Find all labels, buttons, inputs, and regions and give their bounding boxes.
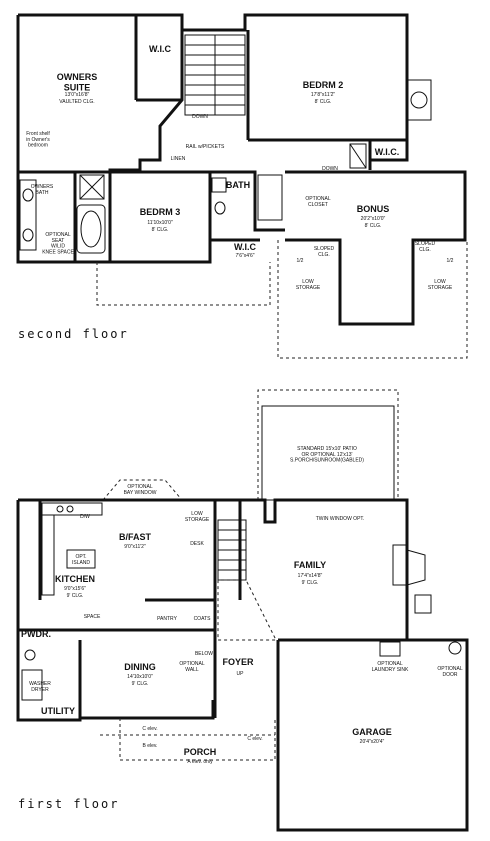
pantry-note: PANTRY (157, 616, 177, 622)
c-elev-2: C elev. (247, 736, 262, 742)
c-elev-1: C elev. (142, 726, 157, 732)
family-label: FAMILY (294, 560, 326, 570)
owners-bath-tub (76, 204, 106, 254)
porch-note: A elev. only (187, 759, 213, 765)
twin-window-note: TWIN WINDOW OPT. (316, 516, 365, 522)
bedrm2-wic-label: W.I.C. (375, 147, 400, 157)
owners-suite-dims: 13'0"x16'8" (65, 92, 90, 98)
bedrm3-wic-label: W.I.C (234, 242, 256, 252)
foyer-label: FOYER (222, 657, 254, 667)
shower (79, 143, 367, 200)
second-floor-title: second floor (18, 327, 129, 341)
porch-label: PORCH (184, 747, 217, 757)
dining-label: DINING (124, 662, 156, 672)
first-floor-title: first floor (18, 797, 119, 811)
dining-ceiling: 9' CLG. (132, 681, 149, 687)
b-elev: B elev. (143, 743, 158, 749)
bedrm3-wic-dims: 7'6"x4'6" (235, 253, 254, 259)
pwdr-label: PWDR. (21, 629, 51, 639)
bath-fixtures (211, 174, 283, 221)
bedrm3-dims: 11'10x10'0" (147, 220, 173, 226)
bonus-dims: 20'2"x10'0" (361, 216, 386, 222)
owners-suite-ceiling: VAULTED CLG. (59, 99, 94, 105)
bfast-label: B/FAST (119, 532, 152, 542)
garage-dims: 20'4"x20'4" (360, 739, 385, 745)
garage-label: GARAGE (352, 727, 392, 737)
kitchen-label: KITCHEN (55, 574, 95, 584)
kitchen-dims: 9'0"x15'6" (64, 586, 86, 592)
bedrm2-label: BEDRM 2 (303, 80, 344, 90)
family-dims: 17'4"x14'8" (298, 573, 323, 579)
desk-note: DESK (190, 541, 204, 547)
kitchen-counters (41, 502, 103, 596)
up-note: UP (237, 671, 245, 677)
opt-island-note: OPT.ISLAND (72, 554, 90, 566)
owners-wic-label: W.I.C (149, 44, 171, 54)
bonus-label: BONUS (357, 204, 390, 214)
bedrm2-dims: 17'8"x11'2" (311, 92, 335, 98)
bedrm2-ceiling: 8' CLG. (315, 99, 332, 105)
down-note: DOWN (192, 114, 208, 120)
bedrm3-label: BEDRM 3 (140, 207, 181, 217)
half-left: 1/2 (297, 258, 304, 264)
linen-label: LINEN (171, 156, 186, 162)
coats-note: COATS (194, 616, 212, 622)
main-stair (217, 519, 277, 641)
dining-dims: 14'10x10'0" (127, 674, 153, 680)
bfast-dims: 9'0"x11'2" (124, 544, 146, 550)
below-note: BELOW (195, 651, 213, 657)
kitchen-ceiling: 9' CLG. (67, 593, 84, 599)
owners-bath-sinks (19, 179, 37, 251)
fireplace (392, 544, 426, 586)
rail-note: RAIL w/PICKETS (186, 144, 225, 150)
bonus-ceiling: 8' CLG. (365, 223, 382, 229)
bedrm3-ceiling: 8' CLG. (152, 227, 169, 233)
space-note: SPACE (84, 614, 101, 620)
dw-note: D/W (80, 514, 90, 520)
half-right: 1/2 (447, 258, 454, 264)
utility-label: UTILITY (41, 706, 75, 716)
first-floor-plan: B/FAST 9'0"x11'2" KITCHEN 9'0"x15'6" 9' … (16, 389, 469, 832)
bath-label: BATH (226, 180, 250, 190)
down2-note: DOWN (322, 166, 338, 172)
bedrm2-window-seat (406, 79, 432, 121)
upper-stair (184, 34, 246, 116)
family-ceiling: 9' CLG. (302, 580, 319, 586)
